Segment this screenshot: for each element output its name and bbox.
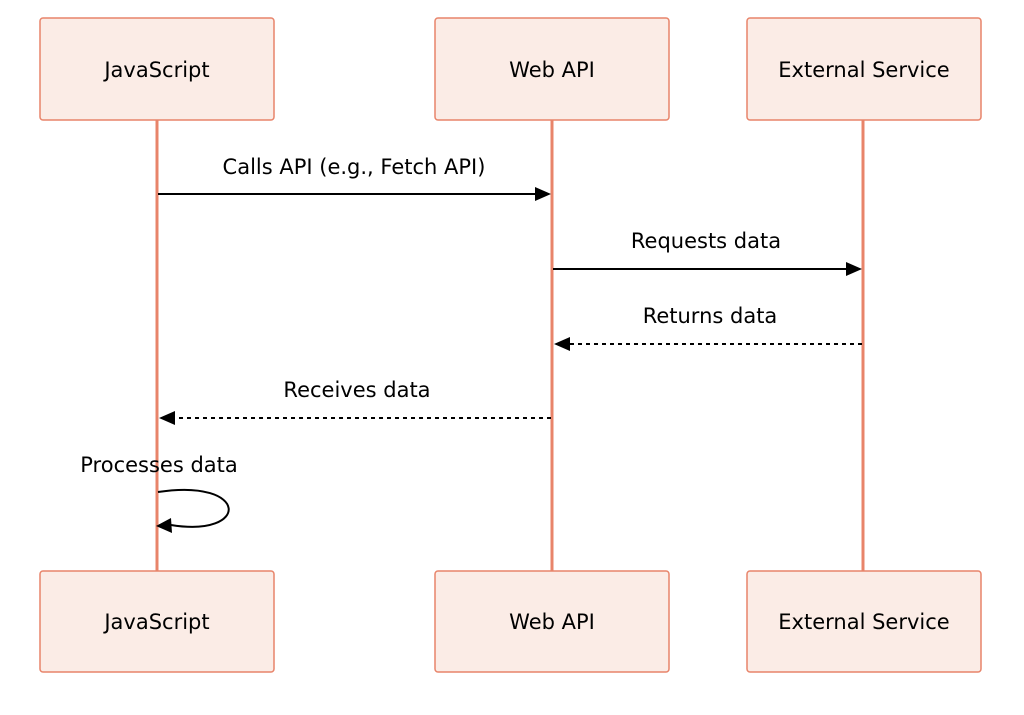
arrowhead-left-icon — [159, 411, 175, 425]
actor-label: External Service — [778, 610, 949, 634]
message-processes-data: Processes data — [80, 453, 238, 533]
message-receives-data: Receives data — [159, 378, 551, 425]
actor-label: JavaScript — [102, 610, 209, 634]
actor-box — [746, 17, 982, 121]
actor-label: External Service — [778, 58, 949, 82]
arrowhead-right-icon — [846, 262, 862, 276]
arrowhead-right-icon — [535, 187, 551, 201]
arrowhead-left-icon — [554, 337, 570, 351]
message-label: Requests data — [631, 229, 781, 253]
message-calls-api: Calls API (e.g., Fetch API) — [158, 155, 551, 201]
actor-box — [434, 17, 670, 121]
actor-top-web-api: Web API — [434, 17, 670, 121]
message-requests-data: Requests data — [553, 229, 862, 276]
actor-label: JavaScript — [102, 58, 209, 82]
actor-box — [39, 17, 275, 121]
arrowhead-left-icon — [156, 518, 172, 533]
actor-bottom-javascript: JavaScript — [39, 570, 275, 673]
actor-top-external-service: External Service — [746, 17, 982, 121]
actor-box — [39, 570, 275, 673]
actor-box — [434, 570, 670, 673]
message-label: Returns data — [643, 304, 778, 328]
actor-bottom-external-service: External Service — [746, 570, 982, 673]
actor-label: Web API — [509, 610, 595, 634]
self-loop-arrow-line — [157, 488, 230, 528]
message-label: Processes data — [80, 453, 238, 477]
message-label: Calls API (e.g., Fetch API) — [223, 155, 486, 179]
message-label: Receives data — [283, 378, 430, 402]
message-returns-data: Returns data — [554, 304, 862, 351]
actor-box — [746, 570, 982, 673]
actor-bottom-web-api: Web API — [434, 570, 670, 673]
actor-label: Web API — [509, 58, 595, 82]
actor-top-javascript: JavaScript — [39, 17, 275, 121]
